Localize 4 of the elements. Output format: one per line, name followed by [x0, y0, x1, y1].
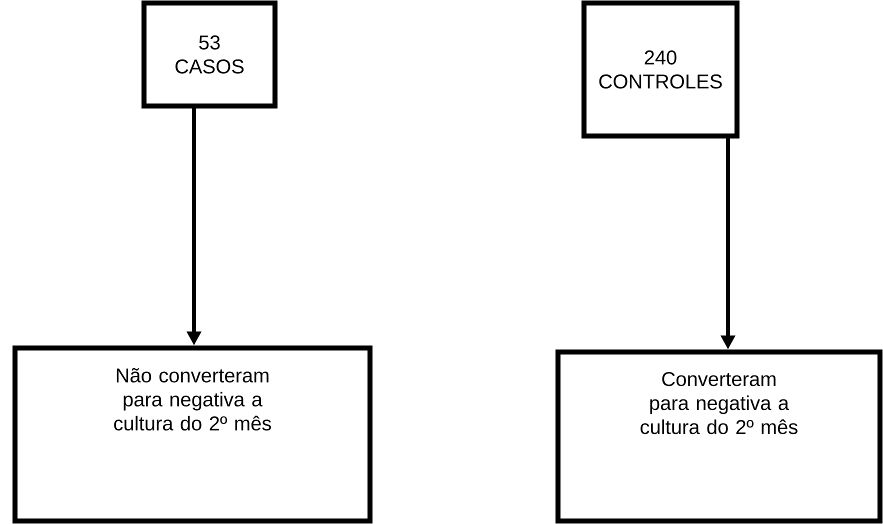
process-box: Não converteram para negativa a cultura do 2º mês [12, 346, 372, 524]
process-box: Converteram para negativa a cultura do 2º mês [556, 350, 882, 524]
process-box: 53 CASOS [142, 0, 278, 108]
process-box: 240 CONTROLES [582, 0, 740, 138]
